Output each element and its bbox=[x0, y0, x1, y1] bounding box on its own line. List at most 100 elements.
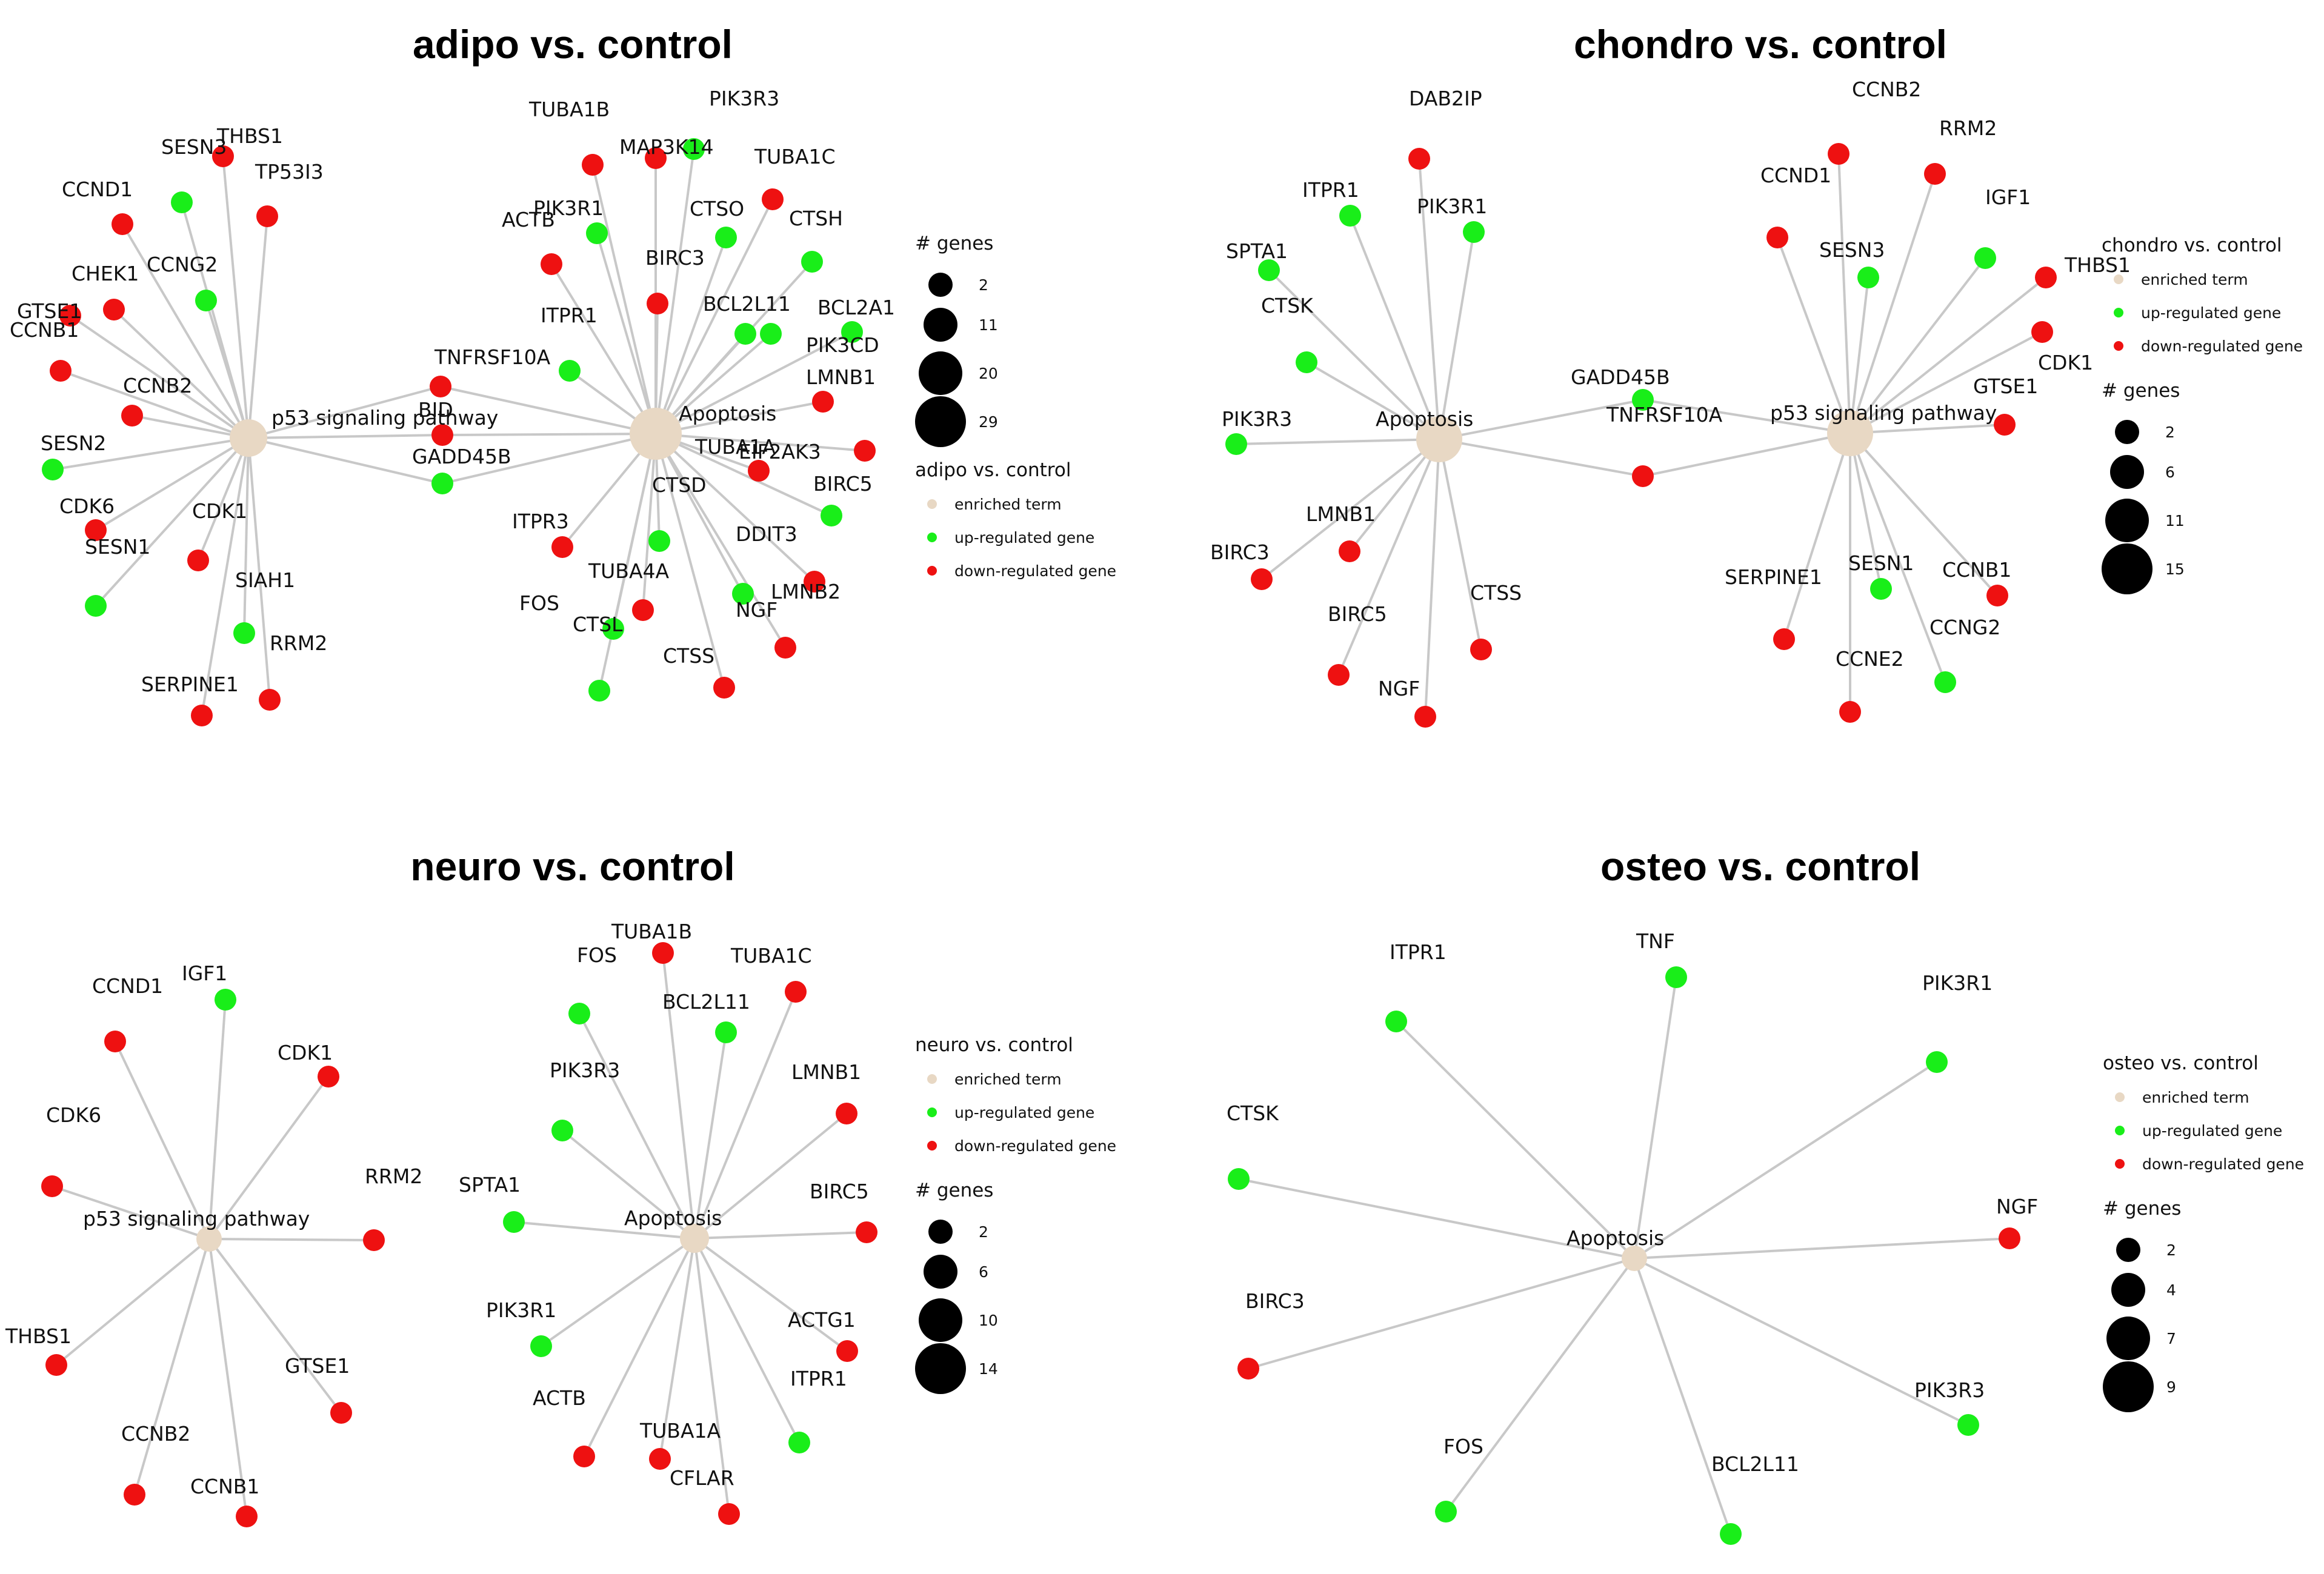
gene-node-spta1[interactable] bbox=[503, 1211, 525, 1233]
term-node-p53-signaling-pathway[interactable] bbox=[1827, 410, 1873, 456]
gene-node-fos[interactable] bbox=[568, 1003, 590, 1024]
gene-node-lmnb1[interactable] bbox=[1339, 540, 1360, 562]
gene-node-gtse1[interactable] bbox=[330, 1402, 352, 1424]
gene-node-fos[interactable] bbox=[1435, 1501, 1457, 1523]
term-node-apoptosis[interactable] bbox=[1416, 416, 1462, 462]
gene-node-sesn2[interactable] bbox=[42, 459, 64, 480]
gene-node-ccnb2[interactable] bbox=[124, 1484, 145, 1506]
gene-node-tuba1b[interactable] bbox=[652, 942, 674, 964]
gene-node-ctsk[interactable] bbox=[1296, 351, 1317, 373]
gene-node-ccnb2[interactable] bbox=[121, 405, 143, 427]
gene-node-birc5[interactable] bbox=[821, 505, 842, 526]
gene-node-bid[interactable] bbox=[431, 424, 453, 446]
gene-node-eif2ak3[interactable] bbox=[748, 460, 770, 482]
gene-node-ngf[interactable] bbox=[1414, 706, 1436, 728]
gene-node-sesn1[interactable] bbox=[85, 595, 107, 617]
gene-node-bcl2l11[interactable] bbox=[1720, 1523, 1742, 1545]
gene-node-map3k14[interactable] bbox=[645, 147, 667, 169]
gene-node-sesn3[interactable] bbox=[1857, 267, 1879, 288]
gene-node-cdk1[interactable] bbox=[187, 550, 209, 571]
gene-node-cdk6[interactable] bbox=[41, 1175, 63, 1197]
gene-node-ctsh[interactable] bbox=[801, 251, 823, 273]
gene-node-ccnb2[interactable] bbox=[1828, 143, 1850, 165]
gene-node-igf1[interactable] bbox=[215, 989, 236, 1011]
gene-node-itpr1[interactable] bbox=[559, 360, 581, 382]
gene-node-itpr1[interactable] bbox=[1385, 1011, 1407, 1032]
gene-node-ctss[interactable] bbox=[1470, 639, 1492, 660]
gene-node-itpr1[interactable] bbox=[788, 1432, 810, 1453]
gene-node-sesn1[interactable] bbox=[1870, 578, 1892, 600]
gene-node-pik3r1[interactable] bbox=[1463, 221, 1485, 243]
gene-node-ctso[interactable] bbox=[715, 227, 737, 248]
gene-node-serpine1[interactable] bbox=[191, 705, 213, 726]
gene-node-ccnd1[interactable] bbox=[1766, 227, 1788, 248]
gene-node-tuba1a[interactable] bbox=[649, 1448, 671, 1470]
term-node-apoptosis[interactable] bbox=[680, 1224, 709, 1253]
gene-node-gadd45b[interactable] bbox=[431, 473, 453, 494]
gene-node-tuba4a[interactable] bbox=[632, 599, 654, 621]
gene-node-tuba1c[interactable] bbox=[762, 188, 784, 210]
gene-node-tuba1c[interactable] bbox=[785, 981, 807, 1003]
gene-node-cflar[interactable] bbox=[718, 1503, 740, 1525]
gene-node-thbs1[interactable] bbox=[2035, 267, 2057, 288]
gene-node-pik3r1[interactable] bbox=[1926, 1051, 1948, 1073]
gene-node-ccnb1[interactable] bbox=[50, 360, 72, 382]
gene-node-tp53i3[interactable] bbox=[256, 205, 278, 227]
gene-node-ccng2[interactable] bbox=[1934, 671, 1956, 693]
gene-node-fos[interactable] bbox=[602, 618, 624, 640]
gene-node-siah1[interactable] bbox=[233, 622, 255, 644]
gene-node-rrm2[interactable] bbox=[1924, 163, 1946, 185]
term-node-apoptosis[interactable] bbox=[1622, 1246, 1647, 1271]
gene-node-ddit3[interactable] bbox=[804, 571, 825, 593]
gene-node-bcl2a1[interactable] bbox=[841, 321, 863, 343]
gene-node-pik3r1[interactable] bbox=[530, 1335, 552, 1357]
gene-node-ctsk[interactable] bbox=[1228, 1168, 1250, 1190]
gene-node-actb[interactable] bbox=[541, 253, 562, 275]
gene-node-birc3[interactable] bbox=[1237, 1358, 1259, 1380]
gene-node-thbs1[interactable] bbox=[212, 145, 234, 167]
gene-node-cdk1[interactable] bbox=[318, 1066, 339, 1088]
gene-node-cdk6[interactable] bbox=[85, 519, 107, 541]
gene-node-lmnb1[interactable] bbox=[812, 391, 834, 413]
gene-node-tnfrsf10a[interactable] bbox=[430, 376, 451, 397]
gene-node-spta1[interactable] bbox=[1258, 259, 1280, 281]
term-node-p53-signaling-pathway[interactable] bbox=[230, 419, 267, 457]
gene-node-ccnd1[interactable] bbox=[104, 1031, 126, 1052]
gene-node-cdk1[interactable] bbox=[2031, 321, 2053, 343]
gene-node-tuba1b[interactable] bbox=[582, 154, 604, 176]
gene-node-gtse1[interactable] bbox=[59, 305, 81, 327]
gene-node-chek1[interactable] bbox=[103, 299, 125, 320]
gene-node-ccnd1[interactable] bbox=[112, 213, 133, 235]
gene-node-tnf[interactable] bbox=[1665, 966, 1687, 988]
gene-node-ngf[interactable] bbox=[1999, 1227, 2020, 1249]
gene-node-pik3r3[interactable] bbox=[1957, 1414, 1979, 1436]
gene-node-igf1[interactable] bbox=[1974, 247, 1996, 269]
gene-node-ccnb1[interactable] bbox=[1986, 585, 2008, 606]
gene-node-pik3r3[interactable] bbox=[551, 1120, 573, 1141]
gene-node-sesn3[interactable] bbox=[171, 191, 193, 213]
gene-node-pik3r1[interactable] bbox=[586, 222, 608, 244]
gene-node-ccne2[interactable] bbox=[1839, 701, 1861, 723]
gene-node-pik3cd[interactable] bbox=[760, 323, 782, 345]
gene-node-actb[interactable] bbox=[573, 1446, 595, 1467]
gene-node-thbs1[interactable] bbox=[45, 1354, 67, 1376]
gene-node-tuba1a[interactable] bbox=[854, 440, 876, 462]
gene-node-serpine1[interactable] bbox=[1773, 628, 1795, 650]
term-node-p53-signaling-pathway[interactable] bbox=[196, 1226, 222, 1252]
gene-node-tnfrsf10a[interactable] bbox=[1632, 465, 1654, 487]
gene-node-birc3[interactable] bbox=[647, 293, 668, 314]
gene-node-lmnb2[interactable] bbox=[732, 583, 754, 605]
gene-node-actg1[interactable] bbox=[836, 1340, 858, 1362]
gene-node-ccng2[interactable] bbox=[195, 290, 217, 311]
gene-node-pik3r3[interactable] bbox=[683, 138, 705, 160]
gene-node-rrm2[interactable] bbox=[363, 1229, 385, 1251]
gene-node-ngf[interactable] bbox=[774, 637, 796, 659]
term-node-apoptosis[interactable] bbox=[630, 408, 682, 460]
gene-node-itpr3[interactable] bbox=[551, 536, 573, 558]
gene-node-birc5[interactable] bbox=[1328, 664, 1350, 686]
gene-node-ctss[interactable] bbox=[713, 677, 735, 699]
gene-node-bcl2l11[interactable] bbox=[734, 323, 756, 345]
gene-node-birc3[interactable] bbox=[1251, 568, 1273, 590]
gene-node-itpr1[interactable] bbox=[1339, 205, 1361, 227]
gene-node-dab2ip[interactable] bbox=[1408, 148, 1430, 170]
